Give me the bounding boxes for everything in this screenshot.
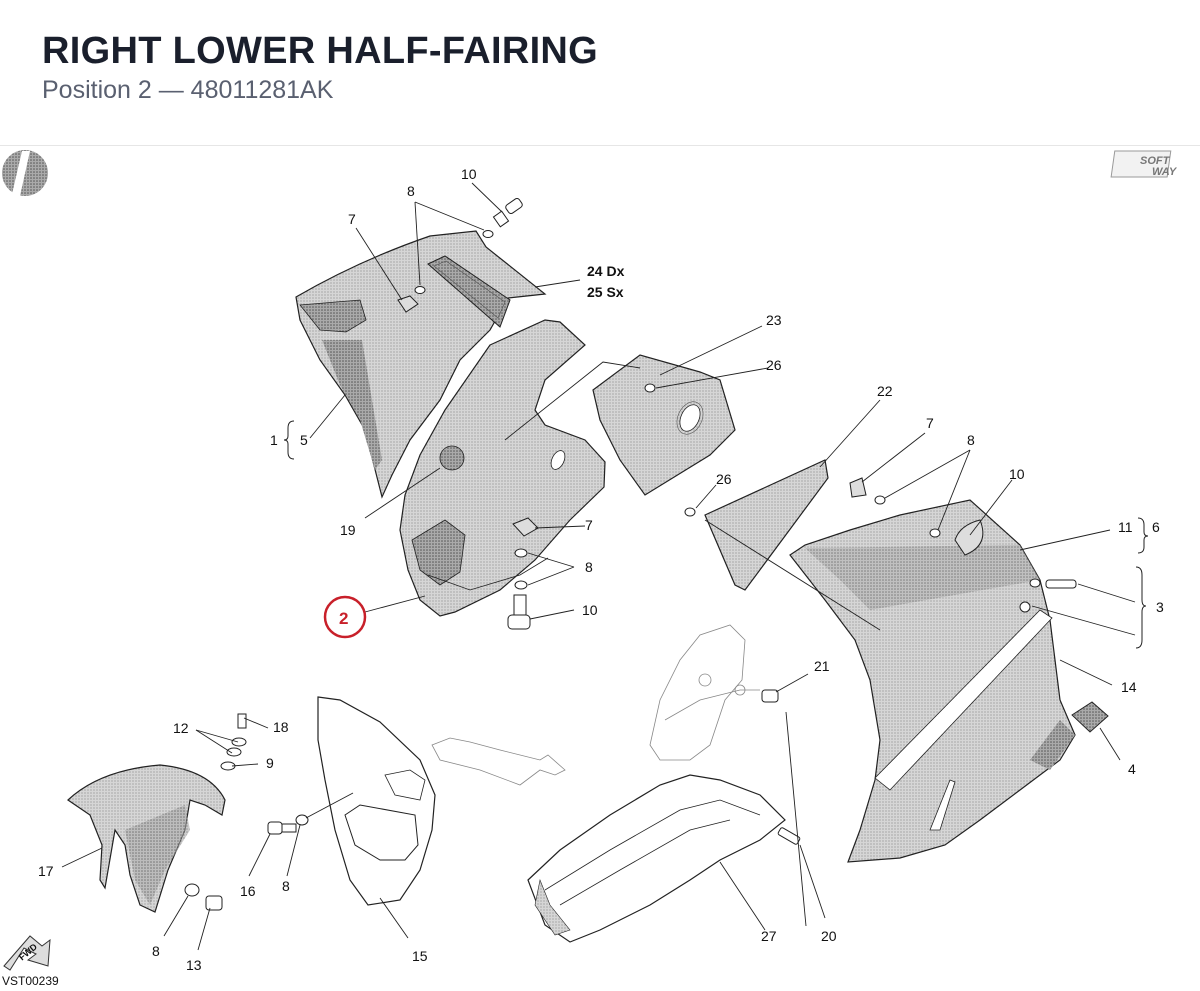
header-divider bbox=[0, 145, 1200, 146]
callout-8: 8 bbox=[967, 432, 975, 448]
callout-10: 10 bbox=[582, 602, 598, 618]
callout-24: 24 Dx bbox=[587, 263, 625, 279]
callout-26: 26 bbox=[716, 471, 732, 487]
callout-26: 26 bbox=[766, 357, 782, 373]
callout-9: 9 bbox=[266, 755, 274, 771]
callout-7: 7 bbox=[926, 415, 934, 431]
callout-22: 22 bbox=[877, 383, 893, 399]
part-27-undertray[interactable] bbox=[527, 774, 786, 943]
callout-15: 15 bbox=[412, 948, 428, 964]
fwd-arrow-icon: FWD bbox=[3, 935, 51, 971]
callout-8: 8 bbox=[407, 183, 415, 199]
callout-3: 3 bbox=[1156, 599, 1164, 615]
callout-17: 17 bbox=[38, 863, 54, 879]
callout-2: 2 bbox=[339, 609, 348, 628]
highlight-circle-part-2 bbox=[323, 595, 367, 639]
callout-13: 13 bbox=[186, 957, 202, 973]
callout-1: 1 bbox=[270, 432, 278, 448]
softway-logo: SOFT WAY bbox=[1110, 150, 1178, 178]
fasteners bbox=[184, 197, 1077, 911]
document-id: VST00239 bbox=[2, 974, 59, 988]
callout-16: 16 bbox=[240, 883, 256, 899]
part-4-rubber-pad[interactable] bbox=[1071, 701, 1109, 733]
page-subtitle: Position 2 — 48011281AK bbox=[42, 76, 334, 104]
part-22-triangle-panel[interactable] bbox=[704, 459, 829, 591]
group-brackets bbox=[283, 420, 1149, 649]
callout-14: 14 bbox=[1121, 679, 1137, 695]
callout-12: 12 bbox=[173, 720, 189, 736]
callout-7: 7 bbox=[348, 211, 356, 227]
callout-21: 21 bbox=[814, 658, 830, 674]
callout-8: 8 bbox=[152, 943, 160, 959]
callout-27: 27 bbox=[761, 928, 777, 944]
header: RIGHT LOWER HALF-FAIRING Position 2 — 48… bbox=[42, 28, 598, 105]
callout-7: 7 bbox=[585, 517, 593, 533]
part-14-lower-fairing[interactable] bbox=[789, 499, 1076, 863]
callout-8: 8 bbox=[585, 559, 593, 575]
callout-8: 8 bbox=[282, 878, 290, 894]
callout-4: 4 bbox=[1128, 761, 1136, 777]
callout-19: 19 bbox=[340, 522, 356, 538]
callout-20: 20 bbox=[821, 928, 837, 944]
callout-5: 5 bbox=[300, 432, 308, 448]
callout-25: 25 Sx bbox=[587, 284, 624, 300]
callout-6: 6 bbox=[1152, 519, 1160, 535]
callout-11: 11 bbox=[1118, 519, 1133, 535]
part-23-bracket-panel[interactable] bbox=[592, 354, 736, 496]
callout-18: 18 bbox=[273, 719, 289, 735]
svg-text:SOFT: SOFT bbox=[1140, 155, 1171, 167]
page-title: RIGHT LOWER HALF-FAIRING bbox=[42, 30, 599, 72]
brand-logo-icon bbox=[2, 150, 48, 196]
callout-labels: 10 8 7 24 Dx 25 Sx 23 26 1 5 22 7 8 10 2… bbox=[38, 166, 1164, 973]
callout-10: 10 bbox=[461, 166, 477, 182]
part-24-vent-grille[interactable] bbox=[427, 255, 511, 328]
leader-lines bbox=[61, 182, 1136, 951]
svg-text:WAY: WAY bbox=[1152, 166, 1178, 178]
part-2-inner-panel[interactable] bbox=[399, 319, 606, 617]
frame-ghost-lines bbox=[431, 624, 760, 786]
part-15-side-cover[interactable] bbox=[317, 696, 436, 906]
callout-10: 10 bbox=[1009, 466, 1025, 482]
part-17-front-fender[interactable] bbox=[67, 764, 226, 913]
callout-23: 23 bbox=[766, 312, 782, 328]
